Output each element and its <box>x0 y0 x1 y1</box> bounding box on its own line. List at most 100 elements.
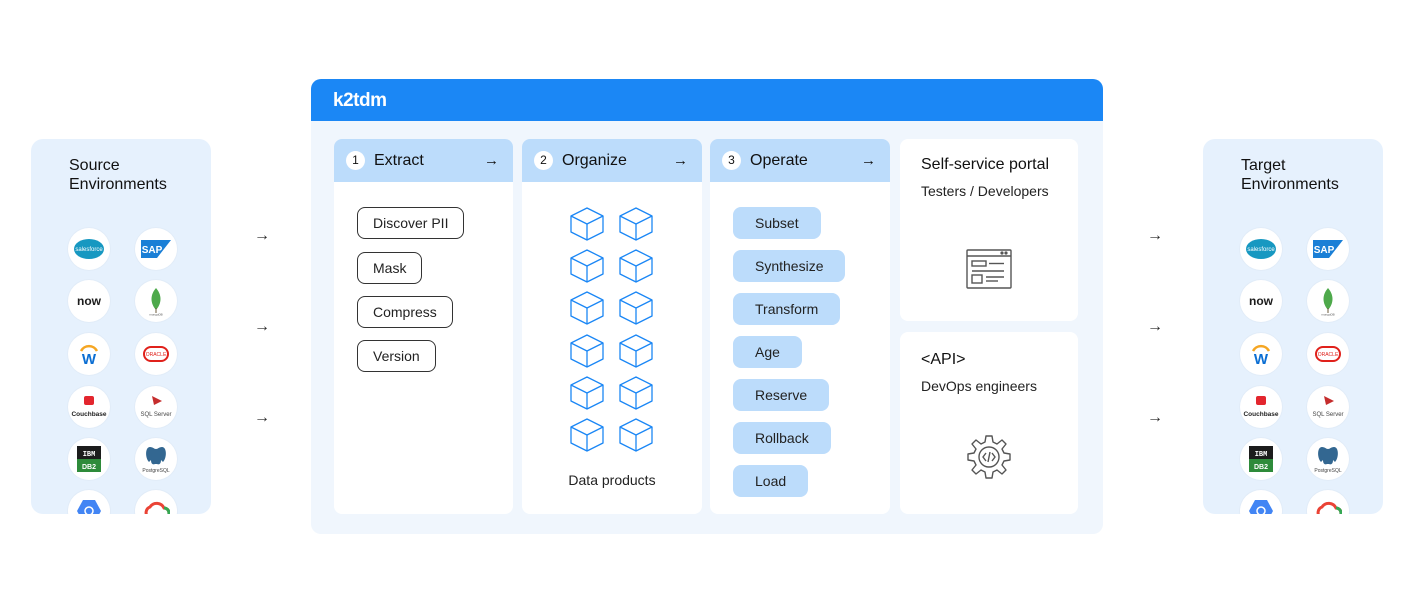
couchbase-logo: Couchbase <box>68 386 110 428</box>
cube-icon <box>569 207 605 241</box>
cube-icon <box>618 207 654 241</box>
organize-header: 2 Organize → <box>522 139 702 182</box>
cube-icon <box>569 249 605 283</box>
sap-logo: SAP <box>135 228 177 270</box>
operate-title: Operate <box>750 152 808 169</box>
arrow-right-icon: → <box>673 152 688 169</box>
step-number: 3 <box>722 151 741 170</box>
extract-item: Compress <box>357 296 453 328</box>
ibm-db2-logo: IBM DB2 <box>68 438 110 480</box>
svg-text:ORACLE: ORACLE <box>1318 352 1339 358</box>
cube-icon <box>569 333 605 368</box>
operate-item: Subset <box>733 207 821 239</box>
cube-icon <box>618 376 654 410</box>
svg-text:Couchbase: Couchbase <box>71 411 106 418</box>
workday-logo: W <box>1240 333 1282 375</box>
operate-item: Transform <box>733 293 841 325</box>
sqlserver-logo: SQL Server <box>135 386 177 428</box>
extract-item: Mask <box>357 252 423 284</box>
flow-arrow: → <box>1147 318 1163 335</box>
browser-window-icon <box>966 249 1012 294</box>
organize-column: 2 Organize → Data products <box>522 139 702 514</box>
svg-text:DB2: DB2 <box>1254 464 1268 471</box>
postgresql-logo: PostgreSQL <box>1307 438 1349 480</box>
target-environments-title: Target Environments <box>1241 157 1339 193</box>
cube-icon <box>569 291 605 326</box>
api-card: <API> DevOps engineers <box>900 332 1078 514</box>
flow-arrow: → <box>254 318 270 335</box>
flow-arrow: → <box>254 409 270 426</box>
workday-logo: W <box>68 333 110 375</box>
svg-text:mongoDB: mongoDB <box>149 313 162 317</box>
cube-icon <box>618 249 654 283</box>
extract-title: Extract <box>374 152 424 169</box>
operate-item: Synthesize <box>733 250 846 282</box>
flow-arrow: → <box>254 227 270 244</box>
flow-arrow: → <box>1147 227 1163 244</box>
code-gear-icon <box>966 434 1012 485</box>
svg-text:salesforce: salesforce <box>75 247 103 253</box>
source-environments-title: Source Environments <box>69 157 167 193</box>
svg-text:PostgreSQL: PostgreSQL <box>142 468 169 474</box>
sqlserver-logo: SQL Server <box>1307 386 1349 428</box>
operate-column: 3 Operate → Subset Synthesize Transform … <box>710 139 890 514</box>
k2tdm-platform-frame: k2tdm 1 Extract → Discover PII Mask Comp… <box>311 79 1103 534</box>
svg-text:now: now <box>1249 294 1274 308</box>
extract-item: Version <box>357 340 436 372</box>
self-service-portal-card: Self-service portal Testers / Developers <box>900 139 1078 321</box>
svg-text:now: now <box>77 294 102 308</box>
mongodb-logo: mongoDB <box>135 280 177 322</box>
svg-text:IBM: IBM <box>83 451 96 459</box>
svg-text:salesforce: salesforce <box>1247 247 1275 253</box>
organize-title: Organize <box>562 152 627 169</box>
step-number: 1 <box>346 151 365 170</box>
data-products-label: Data products <box>568 472 656 488</box>
svg-text:mongoDB: mongoDB <box>1321 313 1334 317</box>
k2tdm-logo: k2tdm <box>333 90 387 111</box>
oracle-logo: ORACLE <box>135 333 177 375</box>
svg-text:DB2: DB2 <box>82 464 96 471</box>
k2tdm-header: k2tdm <box>311 79 1103 121</box>
svg-text:SAP: SAP <box>1314 245 1335 256</box>
extract-header: 1 Extract → <box>334 139 513 182</box>
extract-column: 1 Extract → Discover PII Mask Compress V… <box>334 139 513 514</box>
oracle-logo: ORACLE <box>1307 333 1349 375</box>
step-number: 2 <box>534 151 553 170</box>
svg-text:IBM: IBM <box>1255 451 1268 459</box>
portal-subtitle: Testers / Developers <box>921 183 1049 199</box>
operate-item: Age <box>733 336 802 368</box>
servicenow-logo: now <box>1240 280 1282 322</box>
source-environments-panel: Source Environments salesforce SAP now m… <box>31 139 211 514</box>
cube-icon <box>569 376 605 410</box>
cube-icon <box>618 291 654 326</box>
google-cloud-sql-logo <box>68 490 110 514</box>
google-cloud-logo <box>135 490 177 514</box>
svg-text:W: W <box>82 351 97 367</box>
svg-text:SQL Server: SQL Server <box>1312 412 1343 418</box>
operate-item: Rollback <box>733 422 831 454</box>
operate-item: Reserve <box>733 379 830 411</box>
sap-logo: SAP <box>1307 228 1349 270</box>
flow-arrow: → <box>1147 409 1163 426</box>
svg-text:PostgreSQL: PostgreSQL <box>1314 468 1341 474</box>
cube-icon <box>569 418 605 452</box>
mongodb-logo: mongoDB <box>1307 280 1349 322</box>
api-subtitle: DevOps engineers <box>921 378 1037 394</box>
svg-text:SAP: SAP <box>142 245 163 256</box>
svg-text:Couchbase: Couchbase <box>1243 411 1278 418</box>
operate-item: Load <box>733 465 809 497</box>
salesforce-logo: salesforce <box>68 228 110 270</box>
arrow-right-icon: → <box>861 152 876 169</box>
arrow-right-icon: → <box>484 152 499 169</box>
google-cloud-logo <box>1307 490 1349 514</box>
extract-item: Discover PII <box>357 207 465 239</box>
svg-text:W: W <box>1254 351 1269 367</box>
salesforce-logo: salesforce <box>1240 228 1282 270</box>
couchbase-logo: Couchbase <box>1240 386 1282 428</box>
svg-text:ORACLE: ORACLE <box>146 352 167 358</box>
api-title: <API> <box>921 351 966 368</box>
svg-text:SQL Server: SQL Server <box>140 412 171 418</box>
postgresql-logo: PostgreSQL <box>135 438 177 480</box>
cube-icon <box>618 333 654 368</box>
ibm-db2-logo: IBM DB2 <box>1240 438 1282 480</box>
